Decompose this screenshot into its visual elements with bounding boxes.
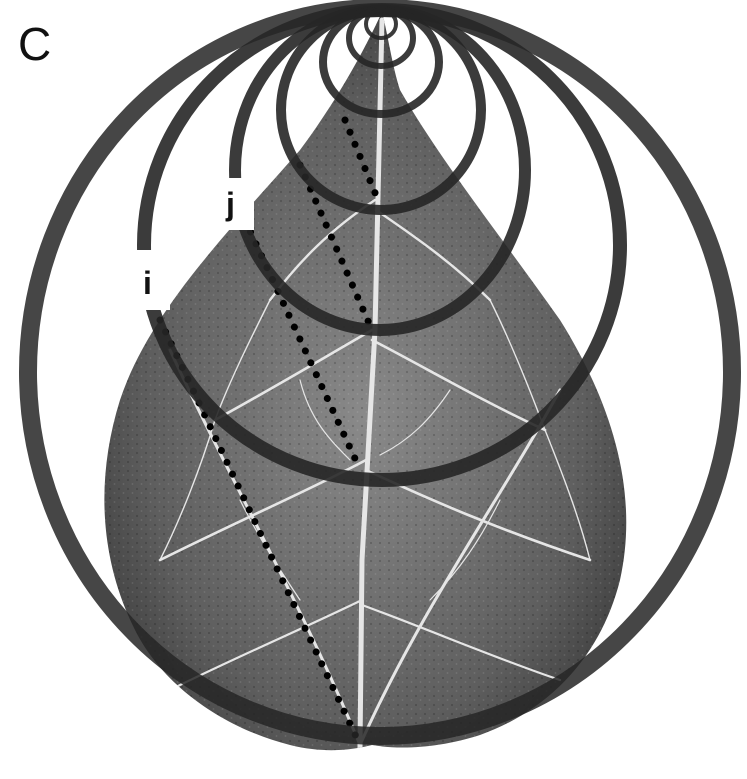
label-i-background bbox=[134, 250, 170, 310]
ring-label-i: i bbox=[143, 265, 152, 301]
ring-label-j: j bbox=[225, 186, 235, 222]
panel-label: C bbox=[18, 18, 51, 70]
